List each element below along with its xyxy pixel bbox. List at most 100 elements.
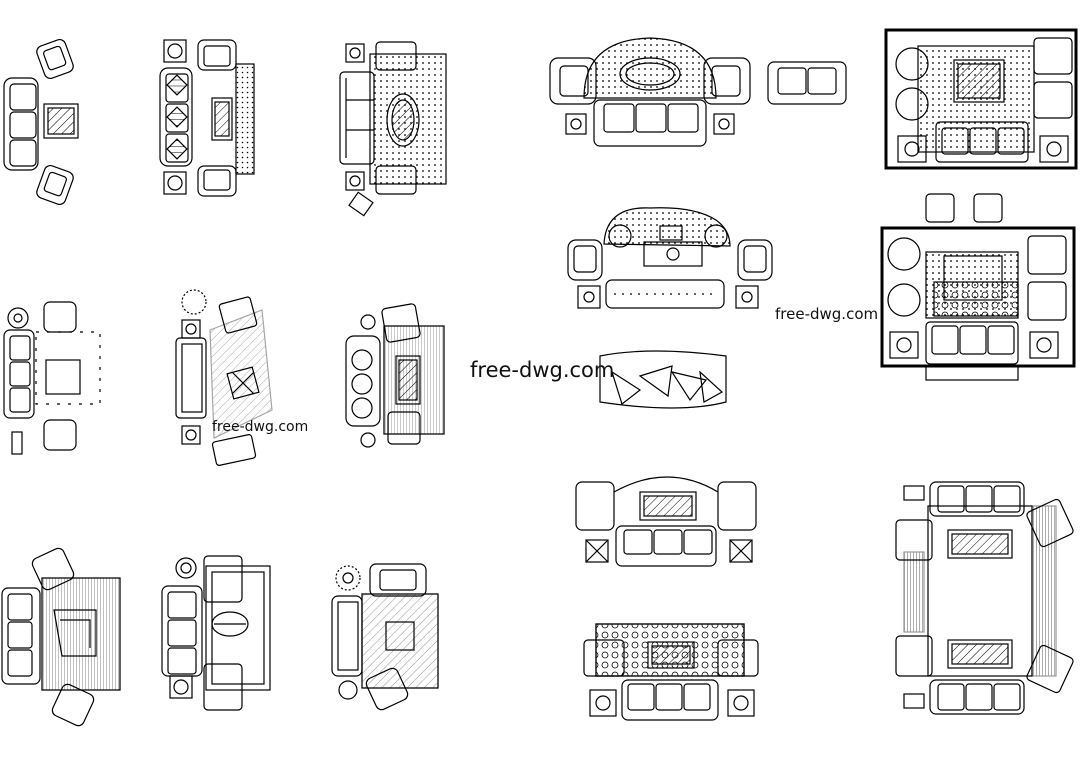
armchair bbox=[36, 38, 74, 80]
rug bbox=[603, 207, 731, 247]
side-table bbox=[1029, 331, 1059, 359]
armchair bbox=[1027, 235, 1067, 275]
sofa bbox=[331, 595, 363, 677]
side-table bbox=[181, 319, 201, 339]
side-table bbox=[727, 689, 755, 717]
furniture-set-7 bbox=[3, 301, 101, 455]
lamp-table bbox=[345, 171, 365, 191]
furniture-set-8 bbox=[175, 289, 273, 466]
coffee-table bbox=[947, 639, 1013, 669]
furniture-set-10 bbox=[567, 207, 773, 309]
side-table bbox=[338, 680, 358, 700]
side-table bbox=[565, 113, 587, 135]
chaise bbox=[203, 663, 243, 711]
armchair bbox=[717, 639, 759, 677]
armchair bbox=[387, 411, 421, 445]
rug bbox=[361, 593, 439, 689]
armchair bbox=[211, 434, 257, 466]
armchair bbox=[365, 667, 409, 711]
side-table bbox=[589, 689, 617, 717]
sofa bbox=[925, 321, 1019, 365]
armchair bbox=[575, 481, 615, 531]
armchair bbox=[887, 283, 921, 317]
armchair bbox=[895, 87, 929, 121]
sofa bbox=[345, 335, 381, 427]
sofa bbox=[375, 41, 417, 71]
plant bbox=[175, 557, 197, 579]
armchair bbox=[218, 296, 258, 334]
side-table bbox=[577, 285, 601, 309]
armchair bbox=[36, 164, 74, 206]
oval-table bbox=[619, 57, 681, 91]
coffee-table bbox=[395, 355, 421, 405]
sofa bbox=[929, 481, 1025, 517]
watermark-right: free-dwg.com bbox=[775, 305, 879, 323]
sofa bbox=[599, 350, 727, 409]
furniture-set-14 bbox=[583, 623, 759, 721]
sofa bbox=[3, 329, 35, 419]
rug bbox=[209, 309, 273, 439]
lamp-table bbox=[360, 432, 376, 448]
loveseat bbox=[767, 61, 847, 105]
coffee-table bbox=[947, 529, 1013, 559]
side-table bbox=[163, 171, 187, 195]
rug bbox=[235, 63, 255, 175]
coffee-table bbox=[53, 609, 97, 657]
watermark-left: free-dwg.com bbox=[212, 419, 309, 435]
coffee-table bbox=[647, 641, 695, 669]
coffee-table bbox=[643, 241, 703, 267]
chaise bbox=[203, 555, 243, 603]
armchair bbox=[549, 57, 597, 105]
side-table bbox=[897, 135, 927, 163]
side-table bbox=[729, 539, 753, 563]
chair bbox=[925, 193, 955, 223]
armchair bbox=[895, 635, 933, 677]
watermark-center: free-dwg.com bbox=[470, 358, 615, 382]
furniture-set-17 bbox=[161, 555, 271, 711]
armchair bbox=[567, 239, 603, 281]
furniture-set-11 bbox=[880, 193, 1076, 381]
furniture-set-6 bbox=[884, 28, 1078, 170]
rug bbox=[205, 565, 271, 691]
armchair bbox=[381, 303, 421, 343]
rug bbox=[41, 577, 121, 691]
coffee-table bbox=[43, 103, 79, 139]
side-table bbox=[713, 113, 735, 135]
sofa bbox=[593, 99, 707, 147]
side-table bbox=[889, 331, 919, 359]
sofa bbox=[159, 67, 193, 167]
sofa bbox=[929, 679, 1025, 715]
coffee-table bbox=[385, 621, 415, 651]
side-table bbox=[181, 425, 201, 445]
armchair bbox=[1026, 644, 1074, 694]
rug bbox=[35, 331, 101, 405]
plant bbox=[335, 565, 361, 591]
rug bbox=[583, 37, 717, 99]
armchair bbox=[51, 683, 95, 727]
sofa bbox=[3, 77, 39, 171]
armchair bbox=[583, 639, 625, 677]
side-table bbox=[163, 39, 187, 63]
armchair bbox=[1026, 498, 1074, 548]
armchair bbox=[369, 563, 427, 597]
furniture-set-16 bbox=[895, 481, 1074, 715]
furniture-set-13 bbox=[575, 476, 757, 567]
coffee-table bbox=[639, 491, 697, 521]
sofa bbox=[605, 279, 725, 309]
armchair bbox=[43, 301, 77, 333]
sofa bbox=[339, 71, 375, 165]
side-table bbox=[585, 539, 609, 563]
furniture-set-3 bbox=[339, 41, 447, 217]
armchair bbox=[887, 237, 921, 271]
sofa bbox=[935, 121, 1029, 163]
coffee-table bbox=[211, 97, 233, 141]
furniture-set-2 bbox=[159, 39, 255, 197]
armchair bbox=[197, 165, 237, 197]
coffee-table bbox=[45, 359, 81, 395]
armchair bbox=[31, 547, 75, 591]
furniture-set-5 bbox=[767, 61, 847, 105]
armchair bbox=[717, 481, 757, 531]
armchair bbox=[1027, 281, 1067, 321]
armchair bbox=[1033, 81, 1073, 119]
furniture-set-9 bbox=[345, 303, 445, 448]
